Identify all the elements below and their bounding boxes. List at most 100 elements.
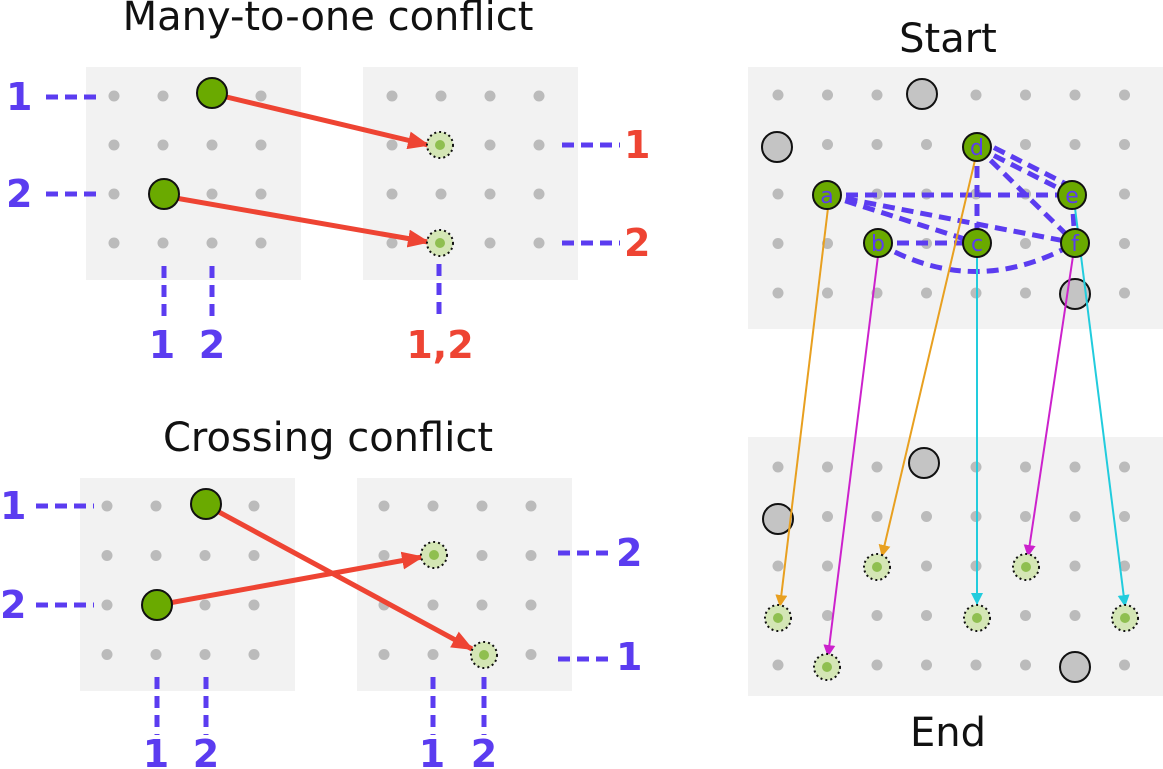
grid-dot [525,550,537,561]
cross-grid-dots [101,500,537,660]
grid-dot [476,500,488,512]
grid-dot [533,139,545,151]
grid-dot [101,500,113,512]
m2o-left-row-label: 2 [6,172,32,216]
m2o-grid-dots [108,90,545,249]
grid-dot [248,500,260,512]
grid-dot [1069,89,1081,101]
cross-left-row-label: 2 [0,583,26,627]
grid-dot [1069,511,1081,522]
grid-dot [386,139,398,151]
grid-dot [435,188,447,200]
grid-dot [157,237,169,249]
grid-dot [772,659,784,671]
grid-dot [533,188,545,200]
grid-dot [101,550,113,561]
node-e [1057,180,1087,210]
grid-dot [1069,461,1081,473]
grid-dot [772,238,784,249]
end-target-dot [1021,562,1031,572]
end-obstacle [1059,651,1091,683]
grid-dot [378,500,390,512]
grid-dot [1020,511,1031,522]
m2o-target-dot [435,238,445,248]
node-f-label: f [1071,232,1080,257]
grid-dot [484,90,496,102]
end-target-dot [1120,613,1130,623]
grid-dot [1020,610,1031,621]
m2o-source-node [148,178,180,210]
grid-dot [1119,139,1130,150]
grid-dot [1119,461,1130,473]
m2o-source-node [196,77,228,109]
grid-dot [970,89,982,101]
end-grid-panel [748,437,1163,696]
grid-dot [199,599,211,611]
grid-dot [1020,287,1031,299]
title-many-to-one: Many-to-one conflict [123,0,534,40]
conflict-edge-a-c [826,192,978,246]
grid-dot [921,139,932,150]
grid-dot [484,188,496,200]
grid-dot [386,237,398,249]
grid-dot [157,139,169,151]
grid-dot [101,649,113,660]
grid-dot [871,610,883,621]
cross-right-grid-panel [357,478,572,691]
node-c-label: c [971,232,983,257]
move-arrow-e [1074,207,1130,607]
grid-dot [386,188,398,200]
grid-dot [378,649,390,660]
grid-dot [255,188,267,200]
node-c [962,228,992,258]
start-end-panel: a b c d e f [748,67,1163,696]
grid-dot [772,461,784,473]
node-b-label: b [871,232,885,257]
grid-dot [822,511,833,522]
cross-right-row-label: 2 [616,531,642,575]
m2o-left-row-label: 1 [6,75,32,119]
grid-dot [921,610,932,621]
grid-dot [772,89,784,101]
grid-dot [533,237,545,249]
node-f [1060,228,1090,258]
grid-dot [921,511,932,522]
grid-dot [108,237,120,249]
node-d [962,132,992,162]
title-start: Start [899,16,997,62]
m2o-target-dot [435,140,445,150]
grid-dot [1020,659,1031,671]
grid-dot [1020,89,1031,101]
grid-dot [871,511,883,522]
title-crossing: Crossing conflict [163,415,493,461]
m2o-left-col-label: 2 [199,323,225,367]
grid-dot [525,599,537,611]
end-obstacle [762,503,794,535]
grid-dot [427,500,439,512]
grid-dot [871,461,883,473]
grid-dot [378,550,390,561]
move-arrow-b [823,255,879,657]
start-obstacle [906,78,938,110]
grid-dot [150,649,162,660]
node-a [812,180,842,210]
m2o-right-row-label: 1 [624,123,650,167]
grid-dot [248,599,260,611]
cross-arrow-1 [204,502,474,652]
end-target-dot [972,613,982,623]
conflict-edge-a-f [826,192,1076,246]
grid-dot [1119,238,1130,249]
grid-dot [1020,461,1031,473]
grid-dot [248,649,260,660]
cross-left-col-label: 1 [143,732,169,769]
grid-dot [255,139,267,151]
node-d-label: d [970,136,984,161]
cross-left-col-label: 2 [193,732,219,769]
start-obstacle [761,131,793,163]
grid-dot [1119,89,1130,101]
end-target-dot [822,662,832,672]
grid-dot [1069,139,1081,150]
grid-dot [921,659,932,671]
grid-dot [150,500,162,512]
grid-dot [822,287,833,299]
